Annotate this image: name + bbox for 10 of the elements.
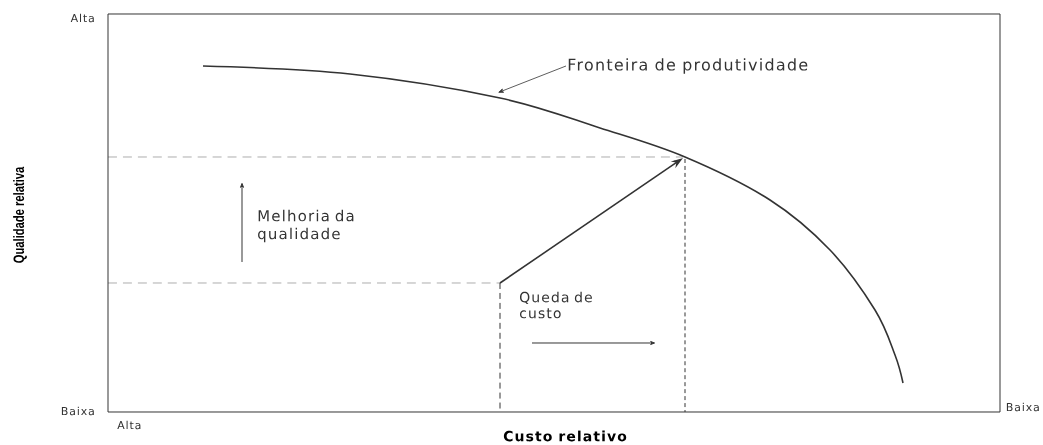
axis-label: Alta	[117, 420, 141, 430]
curve-label: Fronteira de produtividade	[568, 58, 808, 74]
axis-label: Melhoria da qualidade	[258, 209, 354, 243]
axis-label: Baixa	[1006, 402, 1039, 412]
axis-label: Queda de custo	[519, 291, 592, 319]
axis-label: Alta	[70, 13, 94, 23]
leader-line	[498, 65, 567, 93]
axis-label: Custo relativo	[503, 430, 627, 442]
axis-label: Qualidade relativa	[13, 166, 27, 263]
axis-label: Baixa	[61, 406, 94, 416]
